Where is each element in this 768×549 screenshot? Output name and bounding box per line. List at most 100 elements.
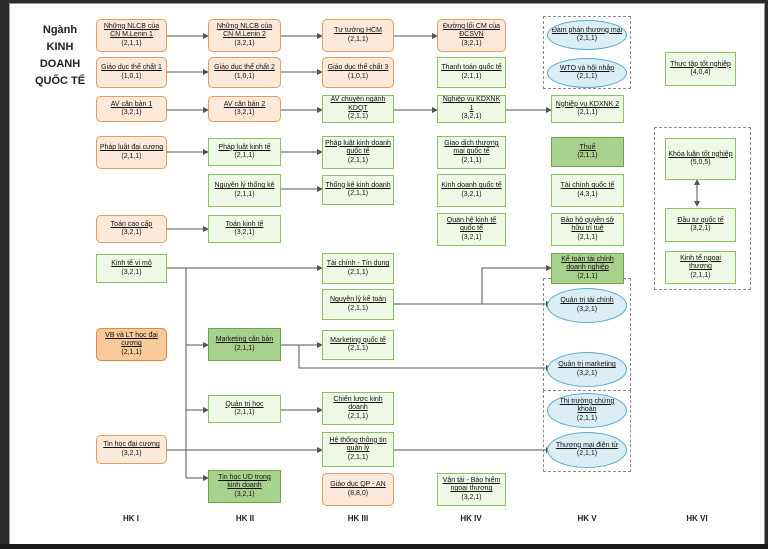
course-node-gdtc3: Giáo dục thể chất 3(1,0,1) xyxy=(322,57,394,88)
link-nlkt-kttcdn xyxy=(481,265,552,304)
course-credits: (5,0,5) xyxy=(690,159,711,166)
course-node-avcn: AV chuyên ngành KDQT(2,1,1) xyxy=(322,95,394,123)
course-credits: (2,1,1) xyxy=(121,348,142,356)
course-node-tcqt: Tài chính quốc tế(4,3,1) xyxy=(551,174,624,207)
course-name: Marketing quốc tế xyxy=(330,336,386,344)
course-credits: (3,2,1) xyxy=(121,449,142,457)
course-credits: (2,1,1) xyxy=(577,233,598,241)
course-credits: (1,0,1) xyxy=(347,72,369,80)
course-node-httt: Hệ thống thông tin quản lý(2,1,1) xyxy=(322,432,394,467)
course-node-thud: Tin học UD trong kinh doanh(3,2,1) xyxy=(208,470,281,503)
course-node-thdc: Tin học đại cương(3,2,1) xyxy=(96,435,167,464)
course-node-klntn: Khóa luận tốt nghiệp(5,0,5) xyxy=(665,138,736,180)
course-credits: (2,1,1) xyxy=(347,304,369,312)
course-node-thue: Thuế(2,1,1) xyxy=(551,137,624,167)
course-credits: (2,1,1) xyxy=(234,409,255,416)
course-node-wto: WTO và hội nhập(2,1,1) xyxy=(547,58,627,88)
course-name: Chiến lược kinh doanh xyxy=(333,395,383,412)
course-node-tctd: Tài chính - Tín dụng(2,1,1) xyxy=(322,253,394,284)
course-credits: (3,2,1) xyxy=(690,225,711,232)
course-name: Giáo dục thể chất 3 xyxy=(327,64,389,72)
course-node-vtbh: Vận tải - Bảo hiểm ngoại thương(3,2,1) xyxy=(437,473,506,506)
course-name: Thanh toán quốc tế xyxy=(441,64,502,72)
course-name: Hệ thống thông tin quản lý xyxy=(329,436,387,453)
course-node-tttn: Thực tập tốt nghiệp(4,0,4) xyxy=(665,52,736,86)
course-node-bhsh: Bảo hộ quyền sở hữu trí tuệ(2,1,1) xyxy=(551,213,624,246)
course-name: Nghiệp vụ KDXNK 2 xyxy=(555,100,620,108)
course-credits: (2,1,1) xyxy=(690,271,711,279)
course-node-plkt: Pháp luật kinh tế(2,1,1) xyxy=(208,138,281,166)
course-name: Đường lối CM của ĐCSVN xyxy=(442,22,501,39)
course-name: Kinh tế vi mô xyxy=(111,260,152,268)
semester-label: HK V xyxy=(577,514,597,523)
course-name: Đầu tư quốc tế xyxy=(677,216,724,224)
course-name: Giáo dục thể chất 2 xyxy=(214,64,275,72)
course-node-ttck: Thị trường chứng khoán(2,1,1) xyxy=(547,393,627,428)
title-line: QUỐC TẾ xyxy=(34,75,86,87)
course-node-qth: Quản trị học(2,1,1) xyxy=(208,395,281,423)
course-name: Nguyên lý kế toán xyxy=(329,296,387,304)
course-name: Thực tập tốt nghiệp xyxy=(670,60,731,68)
course-name: Thống kê kinh doanh xyxy=(325,181,391,189)
course-name: Pháp luật đại cương xyxy=(99,144,164,152)
course-node-vb: VB và LT học đại cương(2,1,1) xyxy=(96,328,167,361)
course-name: Marketing căn bản xyxy=(215,336,274,344)
course-node-tmdt: Thương mại điện tử(2,1,1) xyxy=(547,432,627,468)
course-name: Tin học UD trong kinh doanh xyxy=(218,473,271,490)
course-node-nlcb1: Những NLCB của CN M.Lenin 1(2,1,1) xyxy=(96,19,167,52)
course-name: Kinh tế ngoại thương xyxy=(680,254,721,271)
course-node-gdtc2: Giáo dục thể chất 2(1,0,1) xyxy=(208,57,281,88)
course-credits: (2,1,1) xyxy=(577,109,598,116)
course-name: Kinh doanh quốc tế xyxy=(441,182,502,190)
course-credits: (2,1,1) xyxy=(234,190,255,198)
course-node-clkd: Chiến lược kinh doanh(2,1,1) xyxy=(322,392,394,425)
course-name: AV căn bản 1 xyxy=(110,100,153,108)
course-credits: (3,2,1) xyxy=(461,190,482,198)
course-credits: (2,1,1) xyxy=(461,156,482,164)
course-credits: (4,3,1) xyxy=(577,190,598,198)
semester-label: HK I xyxy=(123,514,139,523)
course-name: Tài chính - Tín dụng xyxy=(326,260,390,268)
course-node-pldc: Pháp luật đại cương(2,1,1) xyxy=(96,136,167,169)
course-node-dtqt: Đầu tư quốc tế(3,2,1) xyxy=(665,208,736,242)
semester-label: HK III xyxy=(347,514,369,523)
course-credits: (2,1,1) xyxy=(576,35,598,42)
course-node-av1: AV căn bản 1(3,2,1) xyxy=(96,96,167,122)
course-name: Toán kinh tế xyxy=(225,220,264,228)
title-line: DOANH xyxy=(39,58,81,70)
course-name: VB và LT học đại cương xyxy=(105,331,158,348)
course-name: Những NLCB của CN M.Lenin 1 xyxy=(103,22,160,39)
course-credits: (2,1,1) xyxy=(347,35,369,43)
course-credits: (2,1,1) xyxy=(576,450,598,457)
course-credits: (8,8,0) xyxy=(347,489,369,497)
course-name: Bảo hộ quyền sở hữu trí tuệ xyxy=(560,216,615,233)
course-credits: (3,2,1) xyxy=(121,109,142,116)
course-credits: (1,0,1) xyxy=(234,72,255,80)
course-node-tcc: Toán cao cấp(3,2,1) xyxy=(96,215,167,243)
course-credits: (2,1,1) xyxy=(347,190,369,197)
course-node-ktvm: Kinh tế vi mô(3,2,1) xyxy=(96,254,167,283)
page-title: Ngành KINH DOANH QUỐC TẾ xyxy=(30,22,90,90)
course-credits: (4,0,4) xyxy=(690,69,711,76)
course-name: AV chuyên ngành KDQT xyxy=(330,96,386,112)
course-credits: (2,1,1) xyxy=(234,344,255,352)
course-name: Pháp luật kinh tế xyxy=(218,143,271,151)
course-node-kttcdn: Kế toán tài chính doanh nghiệp(2,1,1) xyxy=(551,253,624,284)
elective-group-hk5-bottom xyxy=(543,390,631,472)
course-name: Quản trị học xyxy=(225,400,264,408)
course-credits: (3,2,1) xyxy=(461,113,482,121)
course-name: Thương mại điện tử xyxy=(555,441,619,449)
course-credits: (2,1,1) xyxy=(347,345,369,352)
course-node-gdqp: Giáo dục QP - AN(8,8,0) xyxy=(322,473,394,506)
course-credits: (2,1,1) xyxy=(576,73,598,80)
course-credits: (3,2,1) xyxy=(461,493,482,501)
course-name: Giao dịch thương mại quốc tế xyxy=(444,139,499,156)
course-credits: (3,2,1) xyxy=(121,268,142,276)
semester-label: HK II xyxy=(235,514,255,523)
course-credits: (2,1,1) xyxy=(121,39,142,47)
course-name: Giáo dục QP - AN xyxy=(330,481,386,489)
course-credits: (2,1,1) xyxy=(577,152,598,159)
semester-label: HK IV xyxy=(460,514,482,523)
course-credits: (3,2,1) xyxy=(234,39,255,47)
